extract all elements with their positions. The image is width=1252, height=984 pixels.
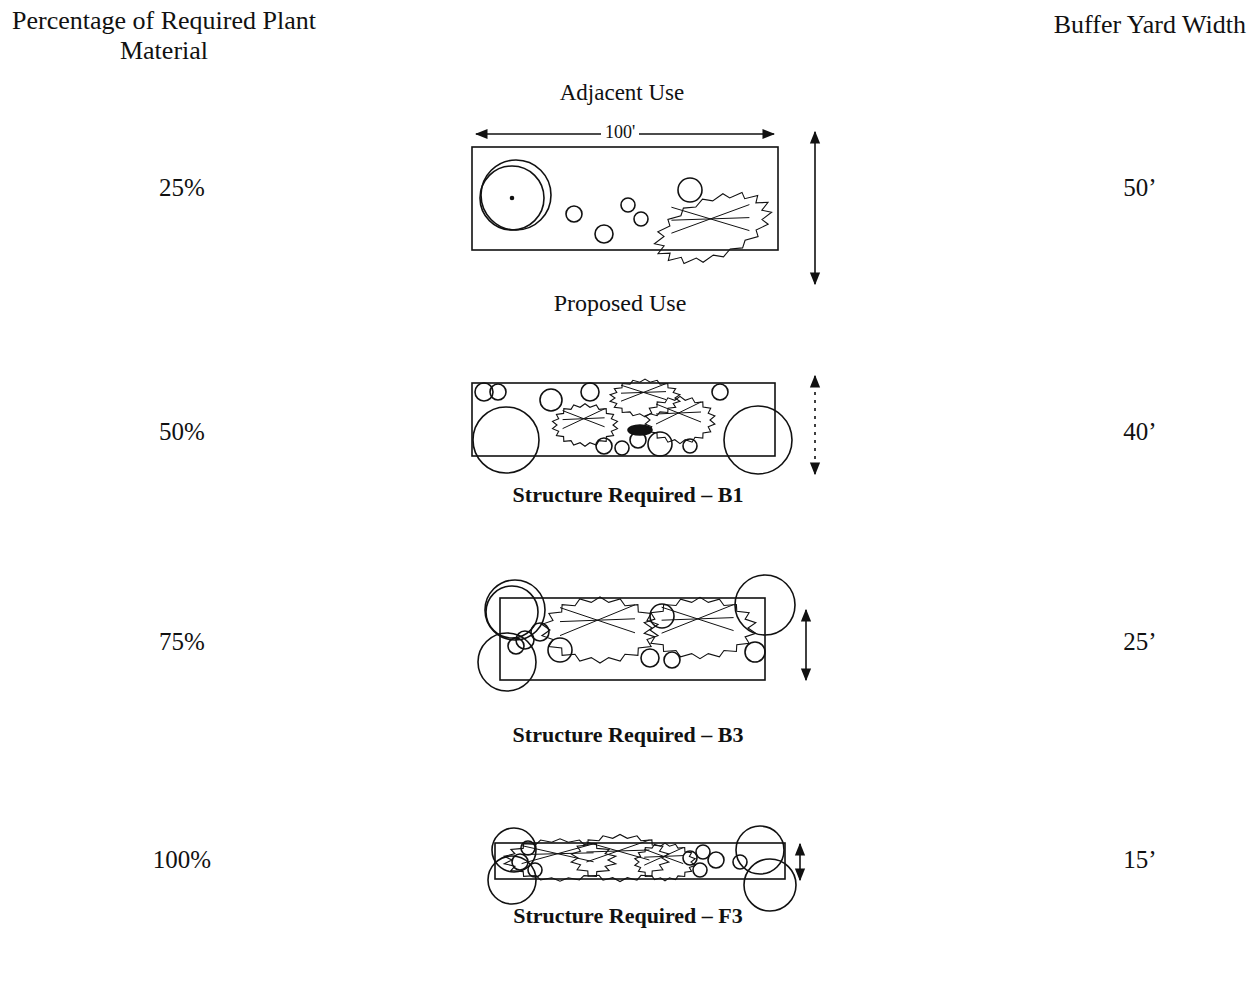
branch-line — [522, 844, 594, 864]
percentage-value: 75% — [159, 628, 205, 657]
buffer-yard-100 — [488, 826, 800, 911]
shrub — [745, 642, 765, 662]
shrub — [648, 432, 672, 456]
percentage-value: 100% — [153, 846, 211, 875]
width-value: 15’ — [1123, 846, 1156, 875]
understory-tree — [540, 389, 562, 411]
structure-note: Structure Required – B3 — [513, 722, 744, 747]
shrub — [641, 649, 659, 667]
shrub — [712, 384, 728, 400]
buffer-yard-50 — [472, 376, 815, 474]
canopy-tree — [480, 166, 544, 230]
branch-line — [671, 205, 749, 234]
buffer-outline — [472, 383, 775, 456]
shrub-mass — [635, 843, 695, 881]
buffer-yard-25 — [472, 132, 815, 284]
branch-line — [563, 409, 605, 429]
shrub — [581, 383, 599, 401]
canopy-tree — [473, 407, 539, 473]
branch-line — [586, 840, 649, 862]
shrub-mass — [654, 192, 771, 263]
shrub-mass — [645, 396, 715, 443]
axis-heading: Percentage of Required Plant Material — [4, 6, 324, 66]
width-value: 50’ — [1123, 174, 1156, 203]
understory-tree — [678, 178, 702, 202]
shrub-mass — [553, 404, 618, 446]
canopy-tree — [486, 586, 538, 638]
buffer-outline — [472, 147, 778, 250]
shrub — [508, 638, 524, 654]
width-value: 40’ — [1123, 418, 1156, 447]
structure-note: Structure Required – B1 — [513, 482, 744, 507]
width-dimension — [814, 132, 816, 284]
buffer-yard-75 — [478, 575, 806, 691]
percentage-value: 50% — [159, 418, 205, 447]
branch-line — [644, 848, 683, 866]
spiky-shrubs — [504, 192, 771, 881]
branch-line — [560, 605, 635, 636]
canopy-tree — [481, 160, 551, 230]
percentage-value: 25% — [159, 174, 205, 203]
shrub — [566, 206, 582, 222]
width-dimension — [805, 610, 807, 680]
shrub-mass — [644, 597, 756, 658]
branch-line — [656, 402, 701, 424]
shrub — [634, 212, 648, 226]
shrub-mass — [571, 834, 669, 881]
canopy-tree — [744, 859, 796, 911]
use-label: Proposed Use — [554, 290, 687, 318]
width-value: 25’ — [1123, 628, 1156, 657]
width-dimension — [814, 376, 816, 474]
axis-heading: Buffer Yard Width — [1054, 10, 1246, 40]
shrub-mass — [542, 597, 658, 663]
shrub — [528, 863, 542, 877]
canopy-tree — [735, 575, 795, 635]
canopy-tree — [485, 580, 545, 640]
shrub — [708, 852, 724, 868]
canopy-tree — [736, 826, 784, 874]
shrub — [733, 855, 747, 869]
shrub — [596, 438, 612, 454]
width-dimension — [799, 844, 801, 880]
buffer-outline — [500, 598, 765, 680]
branch-line — [621, 384, 666, 402]
use-label: Adjacent Use — [560, 80, 685, 106]
shrub — [595, 225, 613, 243]
branch-line — [662, 605, 734, 634]
shrub — [621, 198, 635, 212]
buffer-outline — [495, 843, 785, 879]
dimension-label: 100' — [601, 122, 639, 143]
shrub — [664, 652, 680, 668]
shrub — [615, 441, 629, 455]
canopy-tree — [478, 633, 536, 691]
shrub-mass — [628, 425, 652, 435]
shrub — [490, 384, 506, 400]
structure-note: Structure Required – F3 — [513, 903, 743, 928]
canopy-tree — [724, 406, 792, 474]
